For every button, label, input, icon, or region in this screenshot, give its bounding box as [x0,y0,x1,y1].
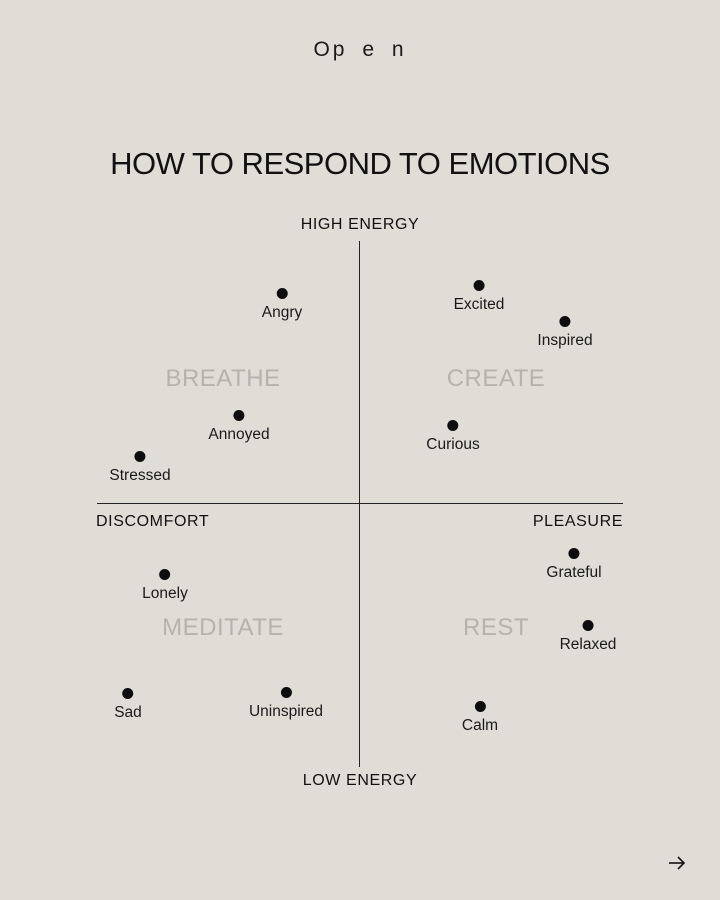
emotion-label: Lonely [142,585,188,602]
emotion-point-calm: Calm [462,701,498,735]
horizontal-axis-line [97,503,623,504]
emotion-label: Stressed [109,467,171,484]
page-title: HOW TO RESPOND TO EMOTIONS [110,146,610,181]
emotion-dot [447,420,459,431]
emotion-point-angry: Angry [261,288,303,322]
vertical-axis-line [359,241,360,767]
emotion-label: Calm [461,717,499,734]
quadrant-label-meditate: MEDITATE [162,614,284,641]
emotion-dot [474,701,486,712]
emotion-label: Grateful [546,564,602,581]
emotion-dot [568,548,580,559]
emotion-dot [582,620,594,631]
axis-label-low-energy: LOW ENERGY [302,772,418,789]
brand-logo: Op e n [313,38,407,61]
emotion-dot [276,288,288,299]
emotion-dot [559,316,571,327]
emotion-point-sad: Sad [114,688,142,722]
emotion-point-annoyed: Annoyed [208,410,270,444]
emotion-point-inspired: Inspired [537,316,593,350]
emotion-dot [280,687,292,698]
axis-label-high-energy: HIGH ENERGY [300,216,420,233]
emotion-dot [233,410,245,421]
quadrant-label-create: CREATE [446,365,546,392]
axis-label-pleasure: PLEASURE [532,513,623,530]
emotion-label: Angry [261,304,303,321]
emotion-label: Inspired [537,332,593,349]
emotion-dot [122,688,134,699]
emotion-dot [134,451,146,462]
emotion-label: Annoyed [208,426,270,443]
emotion-dot [473,280,485,291]
quadrant-label-rest: REST [462,614,530,641]
emotion-point-grateful: Grateful [546,548,602,582]
emotion-point-lonely: Lonely [142,569,188,603]
emotion-label: Curious [426,436,480,453]
arrow-right-icon[interactable] [664,850,690,876]
emotion-point-uninspired: Uninspired [249,687,323,721]
emotion-dot [159,569,171,580]
emotion-label: Sad [114,704,142,721]
emotion-point-excited: Excited [453,280,505,314]
emotion-point-stressed: Stressed [109,451,171,485]
emotion-label: Excited [453,296,505,313]
emotion-label: Relaxed [559,636,617,653]
arrow-right-icon-svg [669,856,686,870]
emotion-point-relaxed: Relaxed [559,620,617,654]
axis-label-discomfort: DISCOMFORT [96,513,210,530]
quadrant-label-breathe: BREATHE [165,365,281,392]
emotion-label: Uninspired [248,703,324,720]
emotion-point-curious: Curious [426,420,480,454]
